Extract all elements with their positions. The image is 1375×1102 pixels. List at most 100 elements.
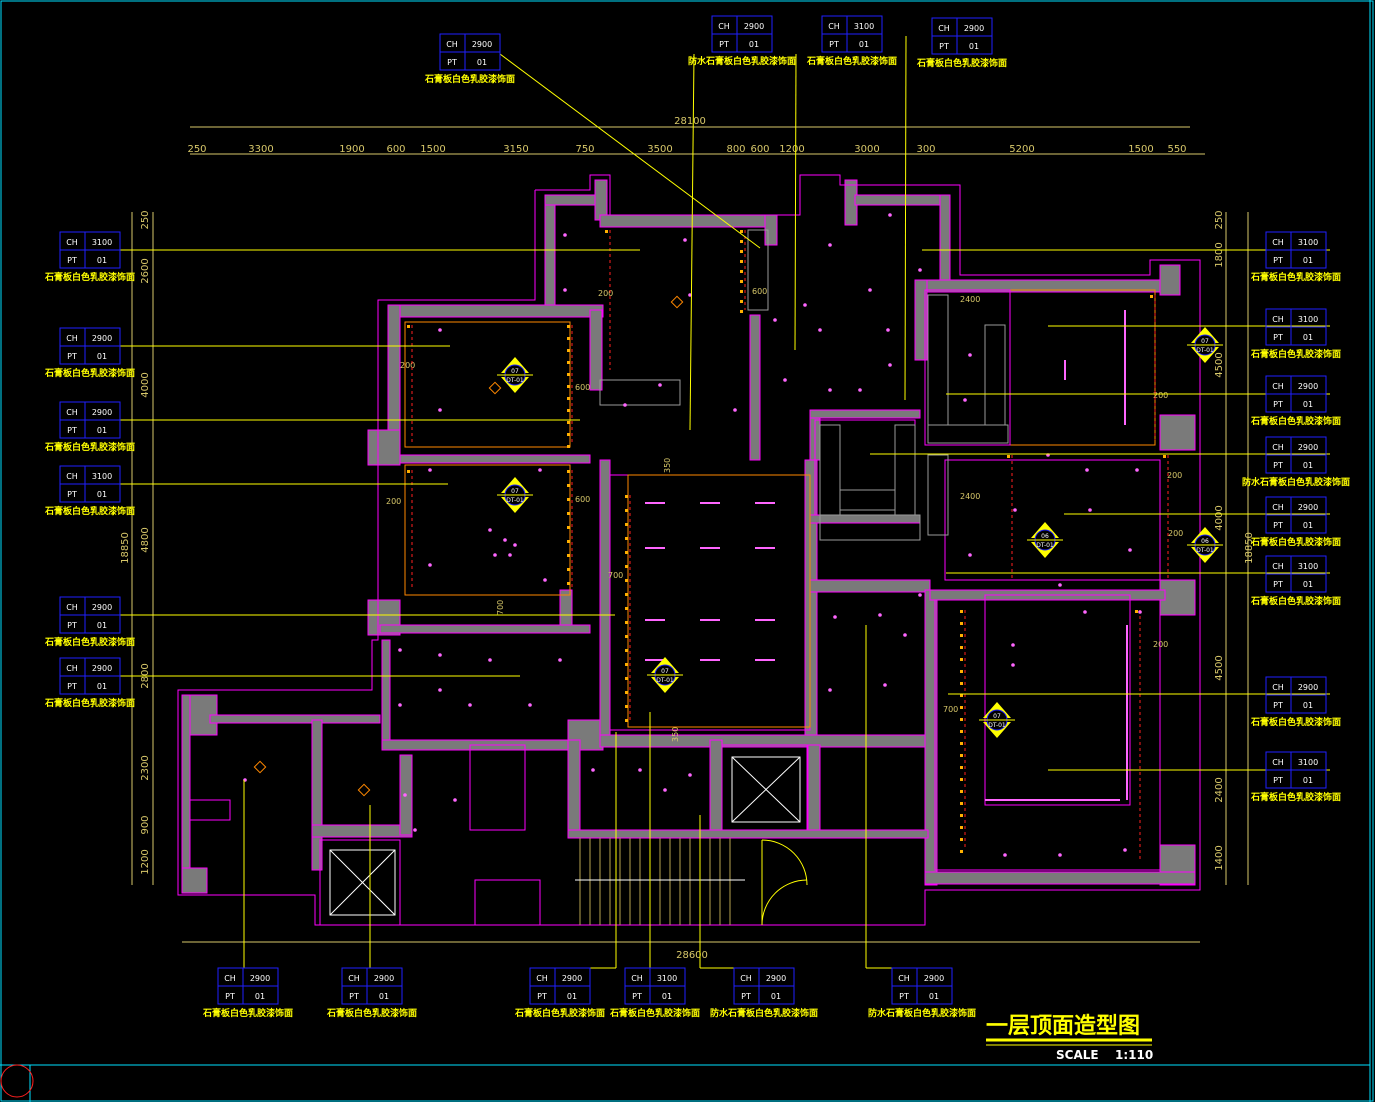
downlight-icon: [413, 828, 417, 832]
pendant-light-icon: [253, 760, 267, 774]
downlight-icon: [888, 363, 892, 367]
downlight-icon: [960, 718, 963, 721]
tag-pt-value: 01: [97, 352, 107, 361]
dim-right-seg: 2400: [1214, 777, 1225, 802]
downlight-icon: [398, 648, 402, 652]
dim-top-seg: 3150: [503, 144, 528, 155]
downlight-icon: [591, 768, 595, 772]
tag-leader-line: [794, 53, 797, 351]
downlight-icon: [960, 766, 963, 769]
tag-ch-key: CH: [224, 974, 236, 983]
downlight-icon: [567, 470, 570, 473]
tag-ch-key: CH: [1272, 758, 1284, 767]
tag-ch-value: 2900: [92, 334, 112, 343]
downlight-icon: [567, 498, 570, 501]
dim-top-seg: 600: [750, 144, 769, 155]
dim-right-seg: 4000: [1214, 505, 1225, 530]
downlight-icon: [1135, 468, 1139, 472]
tag-ch-key: CH: [66, 603, 78, 612]
downlight-icon: [1138, 610, 1142, 614]
tag-ch-value: 2900: [92, 408, 112, 417]
tag-pt-value: 01: [1303, 521, 1313, 530]
downlight-icon: [963, 398, 967, 402]
tag-ch-value: 2900: [562, 974, 582, 983]
tag-description: 石膏板白色乳胶漆饰面: [1250, 536, 1341, 548]
tag-pt-key: PT: [67, 621, 77, 630]
downlight-icon: [567, 325, 570, 328]
tag-ch-value: 2900: [374, 974, 394, 983]
downlight-icon: [508, 553, 512, 557]
tag-ch-value: 3100: [657, 974, 677, 983]
downlight-icon: [625, 663, 628, 666]
tag-description: 石膏板白色乳胶漆饰面: [44, 441, 135, 453]
dim-right-seg: 1800: [1214, 242, 1225, 267]
tag-ch-value: 2900: [1298, 503, 1318, 512]
downlight-icon: [1083, 610, 1087, 614]
tag-pt-key: PT: [1273, 400, 1283, 409]
tag-pt-value: 01: [97, 682, 107, 691]
tag-ch-value: 3100: [1298, 562, 1318, 571]
downlight-icon: [403, 793, 407, 797]
downlight-icon: [625, 635, 628, 638]
inner-dim: 200: [1153, 640, 1168, 649]
downlight-icon: [1085, 468, 1089, 472]
light-fixtures: [243, 213, 1169, 860]
tag-pt-value: 01: [1303, 776, 1313, 785]
downlight-icon: [828, 243, 832, 247]
tag-ch-key: CH: [66, 238, 78, 247]
tag-pt-key: PT: [67, 426, 77, 435]
dim-left-seg: 1200: [140, 849, 151, 874]
downlight-icon: [740, 300, 743, 303]
tag-description: 防水石膏板白色乳胶漆饰面: [710, 1007, 818, 1019]
downlight-icon: [567, 445, 570, 448]
tag-ch-key: CH: [718, 22, 730, 31]
downlight-icon: [960, 814, 963, 817]
downlight-icon: [1135, 610, 1138, 613]
tag-ch-key: CH: [66, 334, 78, 343]
downlight-icon: [803, 303, 807, 307]
downlight-icon: [960, 790, 963, 793]
dim-bottom-total: 28600: [676, 950, 708, 961]
downlight-icon: [625, 523, 628, 526]
section-reference: DT-01: [1036, 542, 1054, 549]
tag-description: 石膏板白色乳胶漆饰面: [44, 636, 135, 648]
tag-pt-value: 01: [255, 992, 265, 1001]
inner-dim: 200: [400, 361, 415, 370]
downlight-icon: [1128, 548, 1132, 552]
downlight-icon: [828, 388, 832, 392]
downlight-icon: [428, 468, 432, 472]
tag-pt-key: PT: [67, 490, 77, 499]
tag-description: 石膏板白色乳胶漆饰面: [44, 505, 135, 517]
tag-ch-key: CH: [66, 472, 78, 481]
section-number: 07: [661, 668, 669, 675]
dimension-labels: 28100 250 3300 1900 600 1500 3150 750 35…: [187, 116, 1186, 961]
tag-ch-value: 2900: [744, 22, 764, 31]
tag-pt-value: 01: [1303, 256, 1313, 265]
downlight-icon: [528, 703, 532, 707]
dim-right-total: 18850: [1244, 532, 1255, 564]
dim-left-seg: 4800: [140, 527, 151, 552]
tag-ch-value: 2900: [964, 24, 984, 33]
inner-dim: 600: [575, 383, 590, 392]
dim-right-seg: 250: [1214, 210, 1225, 229]
tag-pt-key: PT: [899, 992, 909, 1001]
tag-pt-key: PT: [1273, 461, 1283, 470]
downlight-icon: [567, 421, 570, 424]
downlight-icon: [878, 613, 882, 617]
downlight-icon: [968, 553, 972, 557]
pendant-light-icon: [357, 783, 371, 797]
tag-pt-value: 01: [662, 992, 672, 1001]
downlight-icon: [625, 705, 628, 708]
